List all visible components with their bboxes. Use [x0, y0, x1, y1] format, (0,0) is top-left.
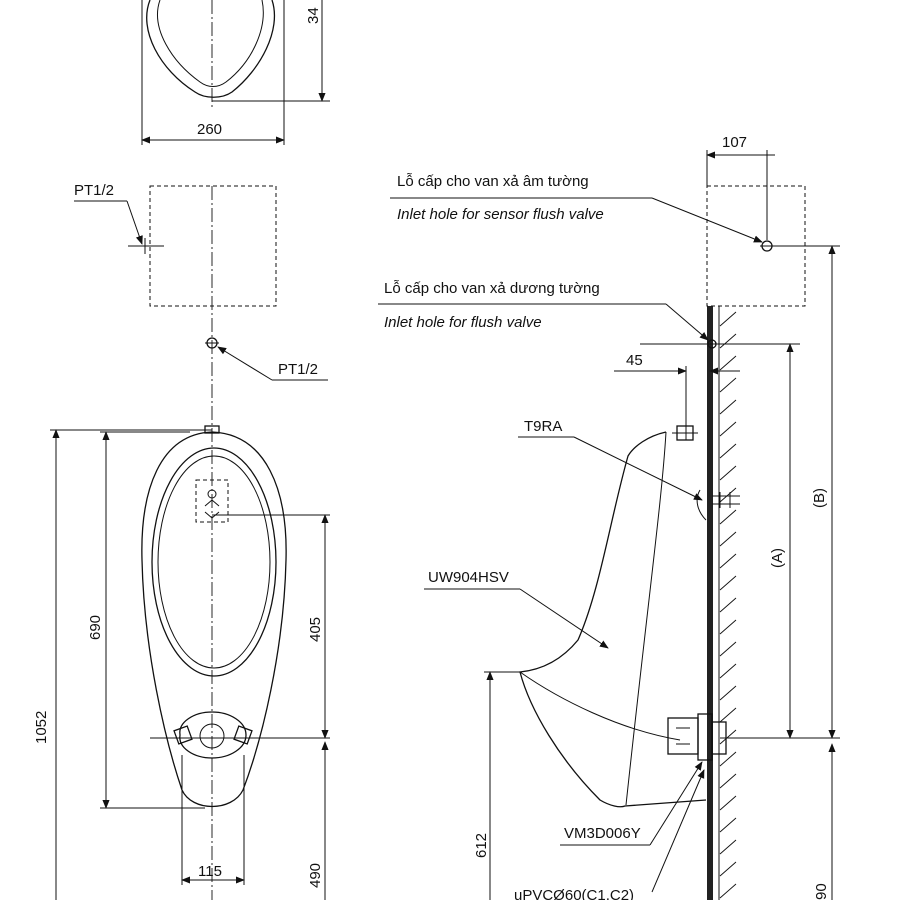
sensor-inlet-label-vi: Lỗ cấp cho van xả âm tường — [397, 173, 589, 190]
outlet-height-dim: 490 — [307, 863, 324, 888]
pipe-label-top: PT1/2 — [74, 182, 114, 199]
front-dimensions: 1052 690 405 490 115 — [33, 429, 329, 900]
front-inlet-box: PT1/2 PT1/2 — [74, 182, 328, 900]
total-height-dim: 1052 — [33, 711, 50, 744]
side-flush-inlet: Lỗ cấp cho van xả dương tường Inlet hole… — [378, 280, 800, 440]
wall-offset-dim: 45 — [626, 352, 643, 369]
front-urinal — [141, 425, 330, 885]
wall-hatch-line — [719, 531, 737, 547]
dim-b: (B) — [811, 488, 828, 508]
model-label: UW904HSV — [428, 569, 509, 586]
wall-hatch-line — [719, 465, 737, 481]
wall-hatch-line — [719, 729, 737, 745]
dim-a: (A) — [769, 548, 786, 568]
hanger-label: T9RA — [524, 418, 562, 435]
wall-hatch-line — [719, 861, 737, 877]
wall-hatch-line — [719, 773, 737, 789]
side-body-outline — [519, 431, 707, 808]
top-bowl-outline — [146, 0, 276, 98]
wall-hatch-line — [719, 443, 737, 459]
lip-height-dim: 612 — [473, 833, 490, 858]
front-body-outline — [141, 431, 287, 808]
pipe-label: uPVCØ60(C1,C2) — [514, 887, 634, 900]
floor-dim-partial: 90 — [813, 883, 830, 900]
outlet-fitting — [179, 711, 247, 759]
flush-inlet-label-vi: Lỗ cấp cho van xả dương tường — [384, 280, 600, 297]
wall-hatch-line — [719, 377, 737, 393]
sensor-outlet-dim: 405 — [307, 617, 324, 642]
front-top-plan: 260 34 — [141, 0, 330, 145]
side-sensor-inlet: 107 Lỗ cấp cho van xả âm tường Inlet hol… — [390, 134, 840, 307]
front-bowl-inner — [151, 447, 277, 677]
wall-hatch-line — [719, 839, 737, 855]
wall-hatch-line — [719, 399, 737, 415]
flush-inlet-label-en: Inlet hole for flush valve — [384, 314, 542, 331]
wall-hatch-line — [719, 619, 737, 635]
top-height-dim: 34 — [305, 7, 322, 24]
wall-hatch-line — [719, 553, 737, 569]
wall-hatch-line — [719, 707, 737, 723]
side-labels: T9RA UW904HSV VM3D006Y uPVCØ60(C1,C2) — [424, 418, 705, 900]
wall-hatch-line — [719, 641, 737, 657]
top-width-dim: 260 — [197, 121, 222, 138]
trap-label: VM3D006Y — [564, 825, 641, 842]
wall-hatch-line — [719, 685, 737, 701]
sensor-inlet-label-en: Inlet hole for sensor flush valve — [397, 206, 604, 223]
wall-hatch-line — [719, 751, 737, 767]
wall-hatch-line — [719, 487, 737, 503]
side-wall — [707, 306, 737, 900]
wall-hatch-line — [719, 883, 737, 899]
sensor-box — [195, 479, 229, 523]
side-trap — [667, 717, 699, 755]
outlet-width-dim: 115 — [198, 863, 222, 880]
top-bowl-inner — [157, 0, 264, 87]
wall-hatch-line — [719, 597, 737, 613]
wall-hatch-line — [719, 509, 737, 525]
wall-hatching — [719, 311, 737, 899]
wall-hatch-line — [719, 311, 737, 327]
bowl-height-dim: 690 — [87, 615, 104, 640]
wall-hatch-line — [719, 575, 737, 591]
wall-hatch-line — [719, 333, 737, 349]
wall-hatch-line — [719, 421, 737, 437]
pipe-label-mid: PT1/2 — [278, 361, 318, 378]
wall-hatch-line — [719, 795, 737, 811]
wall-hatch-line — [719, 663, 737, 679]
sensor-offset-dim: 107 — [722, 134, 747, 151]
side-dimensions: (A) (B) 90 612 — [473, 245, 840, 900]
wall-hatch-line — [719, 355, 737, 371]
wall-hatch-line — [719, 817, 737, 833]
